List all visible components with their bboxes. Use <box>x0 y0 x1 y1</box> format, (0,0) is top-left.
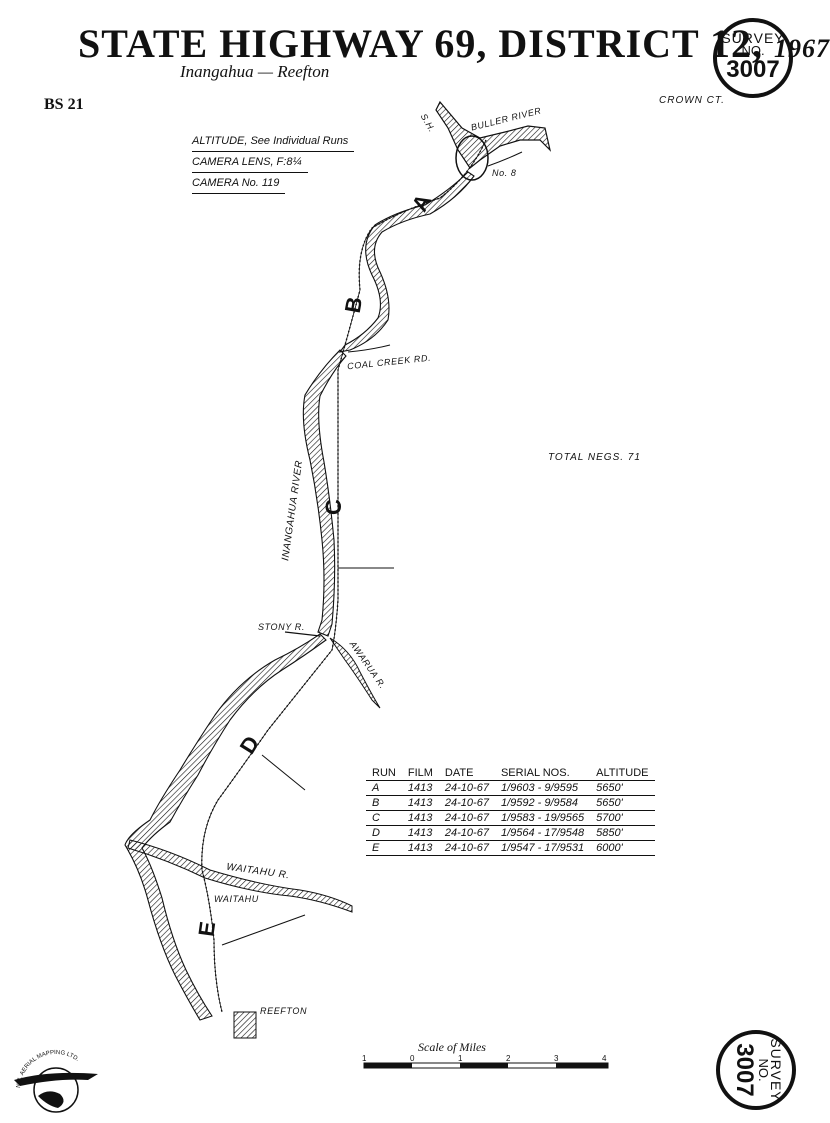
crown-copyright: CROWN CT. <box>659 95 725 106</box>
stony-river <box>284 631 321 637</box>
scale-tick: 3 <box>554 1054 559 1063</box>
total-negatives: TOTAL NEGS. 71 <box>548 452 641 463</box>
cell-date: 24-10-67 <box>438 780 495 796</box>
header-serial: SERIAL NOS. <box>494 766 591 781</box>
cell-serial: 1/9564 - 17/9548 <box>494 825 591 841</box>
table-row: E 1413 24-10-67 1/9547 - 17/9531 6000' <box>366 840 655 856</box>
cell-altitude: 5700' <box>590 810 655 826</box>
awarua-river <box>329 637 381 709</box>
inangahua-river-main <box>302 349 347 637</box>
title-main: STATE HIGHWAY 69 <box>78 21 477 66</box>
cell-serial: 1/9592 - 9/9584 <box>494 795 591 811</box>
aerial-mapping-logo: N.Z. AERIAL MAPPING LTD. <box>14 1050 98 1113</box>
road-e <box>221 914 306 946</box>
table-row: A 1413 24-10-67 1/9603 - 9/9595 5650' <box>366 780 655 796</box>
scale-tick: 4 <box>602 1054 607 1063</box>
run-table-header: RUN FILM DATE SERIAL NOS. ALTITUDE <box>366 766 655 781</box>
cell-serial: 1/9583 - 19/9565 <box>494 810 591 826</box>
cell-date: 24-10-67 <box>438 795 495 811</box>
badge-line1: SURVEY <box>721 30 785 46</box>
inangahua-river-lower <box>124 633 327 1021</box>
cell-altitude: 5650' <box>590 780 655 796</box>
header-run: RUN <box>366 766 402 781</box>
scale-tick: 1 <box>458 1054 463 1063</box>
sheet-code: BS 21 <box>44 96 84 113</box>
cell-altitude: 5850' <box>590 825 655 841</box>
label-waitahu: WAITAHU <box>214 894 259 904</box>
cell-film: 1413 <box>401 810 439 826</box>
cell-serial: 1/9603 - 9/9595 <box>494 780 591 796</box>
map-subtitle: Inangahua — Reefton <box>180 62 330 81</box>
table-row: B 1413 24-10-67 1/9592 - 9/9584 5650' <box>366 795 655 811</box>
camera-number-note: CAMERA No. 119 <box>192 173 286 194</box>
header-date: DATE <box>438 766 495 781</box>
header-film: FILM <box>401 766 439 781</box>
inangahua-river-upper <box>338 171 475 353</box>
table-row: D 1413 24-10-67 1/9564 - 17/9548 5850' <box>366 825 655 841</box>
run-letter-c: C <box>320 499 346 515</box>
cell-film: 1413 <box>401 840 439 856</box>
label-no8: No. 8 <box>492 168 517 178</box>
cell-run: B <box>366 795 402 811</box>
river-loop <box>455 135 489 181</box>
run-table: RUN FILM DATE SERIAL NOS. ALTITUDE A 141… <box>366 766 655 856</box>
label-reefton: REEFTON <box>260 1006 308 1016</box>
scale-tick: 1 <box>362 1054 367 1063</box>
cell-run: D <box>366 825 402 841</box>
road-coal-creek <box>347 344 391 353</box>
cell-run: E <box>366 840 402 856</box>
cell-film: 1413 <box>401 795 439 811</box>
cell-date: 24-10-67 <box>438 840 495 856</box>
tributary-no8 <box>487 151 523 167</box>
scale-label: Scale of Miles <box>418 1040 486 1054</box>
survey-badge-top: SURVEY NO. 3007 <box>713 18 793 98</box>
road-d <box>261 754 306 791</box>
cell-date: 24-10-67 <box>438 825 495 841</box>
header-altitude: ALTITUDE <box>590 766 655 781</box>
scale-tick: 2 <box>506 1054 511 1063</box>
cell-serial: 1/9547 - 17/9531 <box>494 840 591 856</box>
cell-altitude: 5650' <box>590 795 655 811</box>
badge-number: 3007 <box>726 56 780 83</box>
reefton-town <box>233 1011 257 1039</box>
camera-info: ALTITUDE, See Individual Runs CAMERA LEN… <box>192 131 355 194</box>
scale-bar <box>363 1062 609 1069</box>
badge-line2: NO. <box>741 43 765 58</box>
label-stony-river: STONY R. <box>258 622 305 632</box>
scale-tick: 0 <box>410 1054 415 1063</box>
cell-run: C <box>366 810 402 826</box>
buller-river <box>435 100 552 169</box>
cell-altitude: 6000' <box>590 840 655 856</box>
cell-date: 24-10-67 <box>438 810 495 826</box>
table-row: C 1413 24-10-67 1/9583 - 19/9565 5700' <box>366 810 655 826</box>
cell-film: 1413 <box>401 825 439 841</box>
cell-film: 1413 <box>401 780 439 796</box>
cell-run: A <box>366 780 402 796</box>
